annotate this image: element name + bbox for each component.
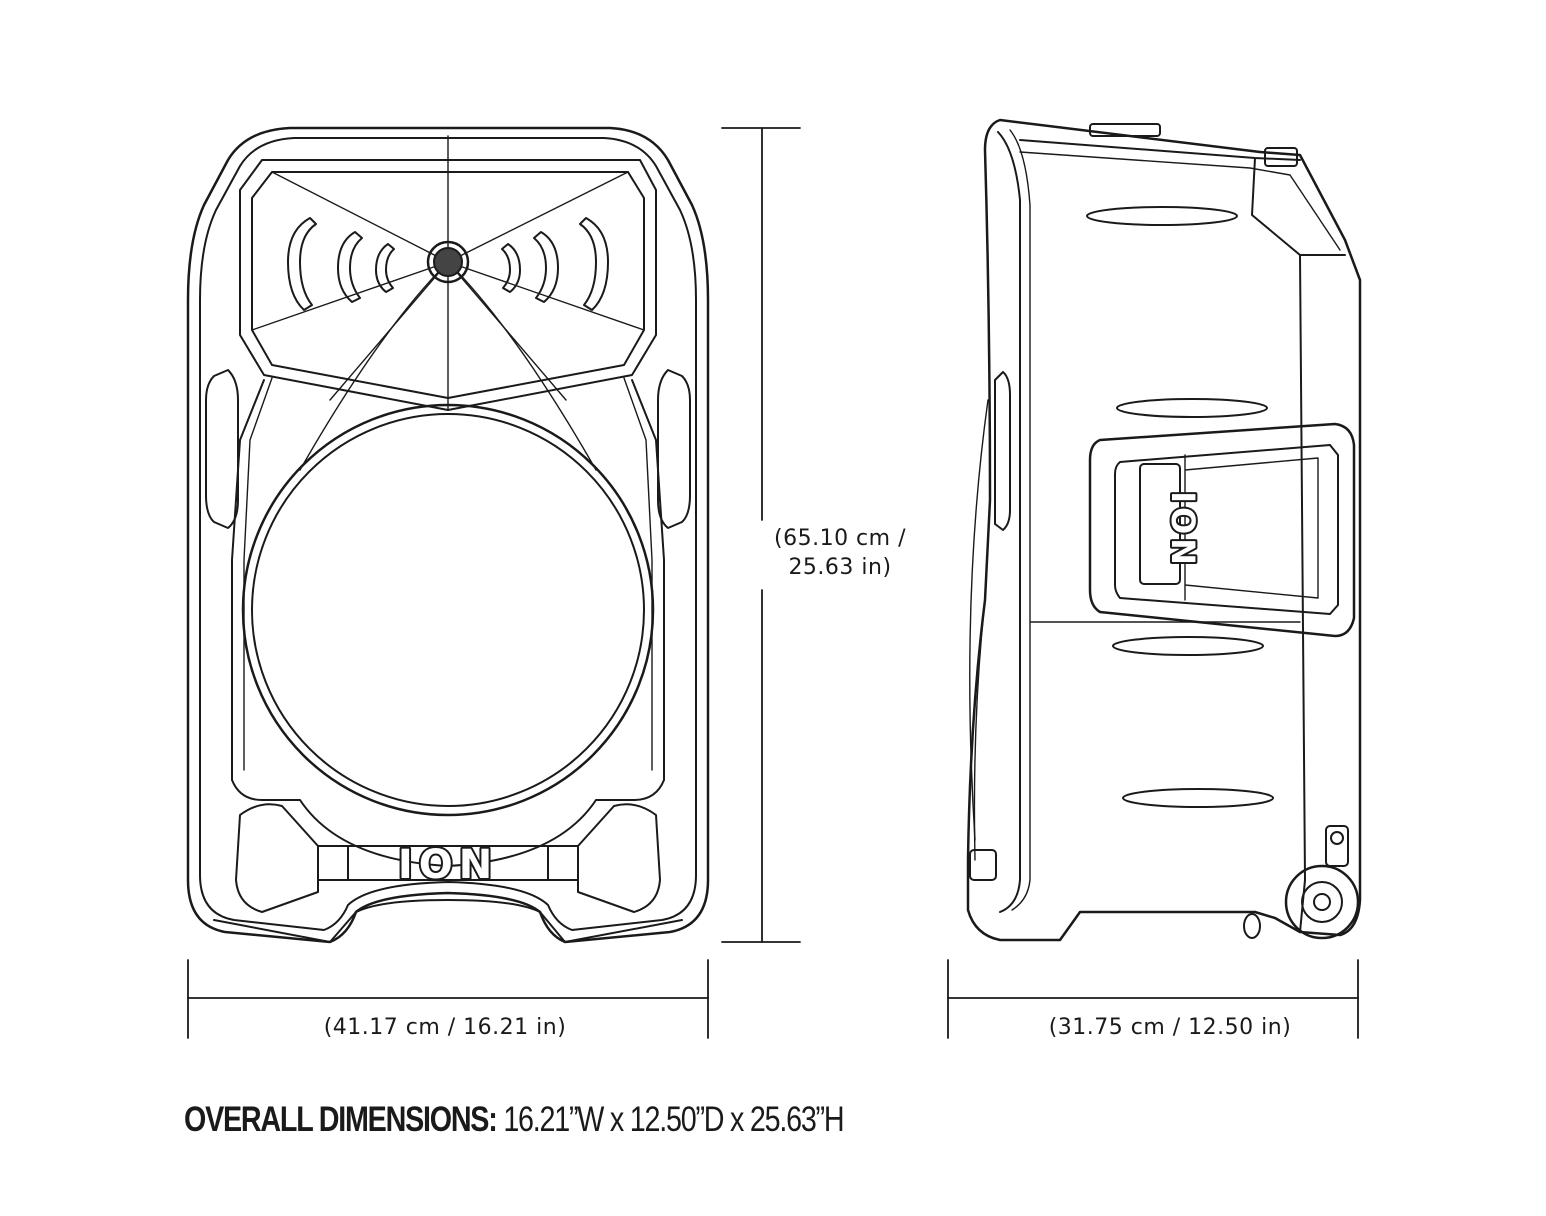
front-vents-left (287, 217, 395, 311)
horn-radial-lines (251, 135, 645, 471)
side-cabinet-outline (966, 118, 1362, 942)
height-dimension (721, 127, 801, 943)
side-wheel-bracket (1325, 825, 1349, 867)
side-handle-inner (1114, 444, 1339, 615)
front-woofer-baffle (231, 379, 665, 867)
front-width-dimension-label: (41.17 cm / 16.21 in) (323, 1015, 567, 1040)
height-dimension-label-line1: (65.10 cm / (774, 526, 906, 551)
side-vent-top (1086, 206, 1238, 226)
side-ion-logo: ION (1164, 491, 1202, 569)
front-right-handle (657, 369, 691, 529)
side-top-handle (1089, 123, 1161, 137)
overall-dimensions-label: OVERALL DIMENSIONS: (184, 1100, 498, 1139)
overall-dimensions-title: OVERALL DIMENSIONS: 16.21”W x 12.50”D x … (184, 1100, 845, 1140)
front-left-foot-cutout (235, 803, 319, 913)
tweeter-grille (433, 247, 463, 277)
front-base (213, 899, 683, 943)
front-right-foot-cutout (577, 803, 661, 913)
side-front-edge-2 (1009, 129, 1031, 911)
side-depth-dimension-label: (31.75 cm / 12.50 in) (1048, 1015, 1292, 1040)
side-wheel-axle (1313, 893, 1331, 911)
side-wheel-hub (1301, 881, 1343, 923)
front-vents-right (501, 217, 609, 311)
front-cabinet-inner-edge (199, 137, 697, 931)
side-front-baffle-curve (969, 399, 989, 841)
side-rear-foot (1243, 913, 1261, 939)
front-cabinet-outline (186, 126, 710, 944)
side-top-chamfer (1019, 139, 1346, 933)
overall-dimensions-value: 16.21”W x 12.50”D x 25.63”H (503, 1100, 844, 1139)
horn-panel (239, 159, 657, 411)
front-left-handle (205, 369, 239, 529)
front-view-speaker (186, 126, 710, 944)
side-wheel-bracket-bolt (1330, 831, 1344, 845)
side-handle-grip (1184, 454, 1319, 601)
side-front-foot (969, 849, 997, 881)
side-view-speaker (966, 118, 1362, 942)
tweeter (426, 240, 470, 284)
side-front-handle (994, 371, 1011, 531)
horn-panel-inner (251, 171, 645, 399)
side-front-edge (997, 131, 1021, 913)
side-top-bevel (1019, 151, 1341, 251)
side-vent-upper-mid (1116, 398, 1268, 418)
woofer-cone (251, 413, 645, 807)
height-dimension-label: (65.10 cm / 25.63 in) (760, 524, 920, 582)
woofer-outer (241, 403, 655, 817)
side-handle-outer (1088, 422, 1356, 638)
side-vent-bottom (1122, 788, 1274, 808)
front-width-dimension (187, 959, 709, 1039)
front-ion-logo: ION (398, 842, 498, 888)
side-depth-dimension (947, 959, 1359, 1039)
side-logo-badge (1139, 463, 1181, 585)
side-wheel (1284, 864, 1360, 940)
side-top-knob (1264, 147, 1298, 167)
height-dimension-label-line2: 25.63 in) (788, 555, 892, 580)
side-vent-lower-mid (1112, 636, 1264, 656)
front-woofer-baffle-inner (243, 377, 653, 771)
